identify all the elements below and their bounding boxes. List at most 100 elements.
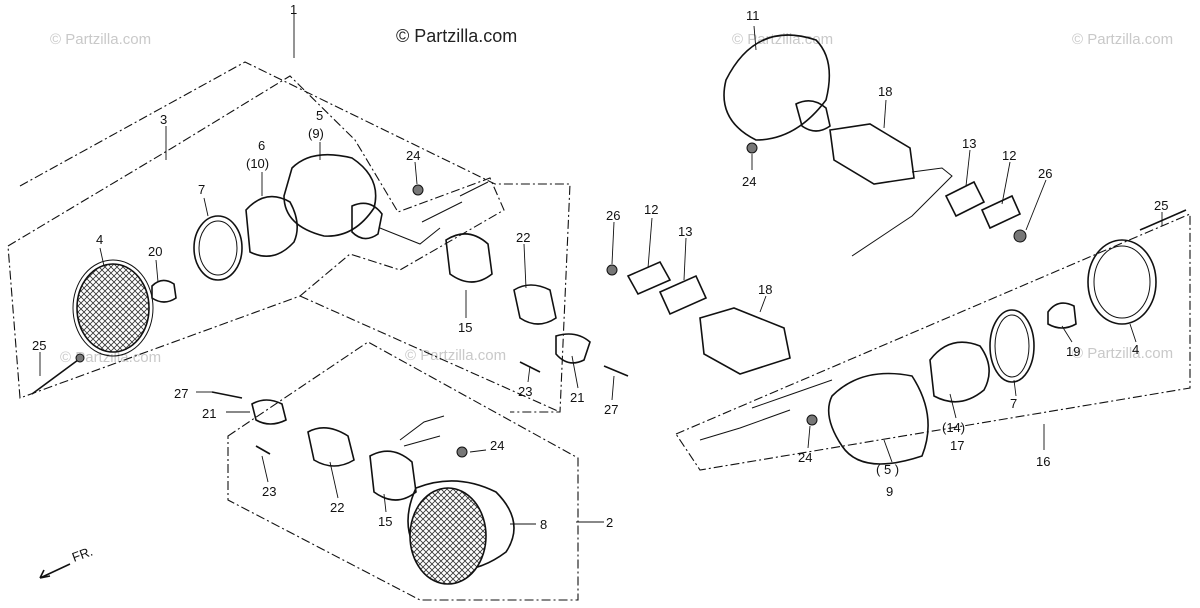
leader-27-mid xyxy=(611,375,615,401)
socket-17 xyxy=(929,341,990,403)
watermark-faint-left: © Partzilla.com xyxy=(60,349,161,366)
stem-18-top xyxy=(829,123,915,185)
leader-20 xyxy=(155,259,159,283)
callout-24-right-bottom: 24 xyxy=(798,450,812,465)
plate-12-mid xyxy=(626,260,672,296)
callout-15-lower: 15 xyxy=(378,514,392,529)
callout-27-mid: 27 xyxy=(604,402,618,417)
callout-12-mid: 12 xyxy=(644,202,658,217)
wire-harness-right-lower xyxy=(699,379,833,441)
callout-23-lower: 23 xyxy=(262,484,276,499)
bracket-22-lower xyxy=(307,427,355,467)
watermark-faint-top-right: © Partzilla.com xyxy=(1072,31,1173,48)
watermark-faint-top-left: © Partzilla.com xyxy=(50,31,151,48)
leader-15-lower xyxy=(383,493,387,513)
callout-18-mid: 18 xyxy=(758,282,772,297)
screw-24-lower xyxy=(456,446,468,458)
leader-24-upper xyxy=(414,161,418,185)
gasket-ring-7-right-inner xyxy=(994,314,1030,378)
clamp-21-mid xyxy=(555,333,591,364)
leader-22-upper xyxy=(523,243,527,289)
gasket-ring-7-right xyxy=(989,309,1035,383)
leader-23-lower xyxy=(261,455,269,483)
callout-19: 19 xyxy=(1066,344,1080,359)
housing-5-stem xyxy=(351,202,383,240)
rubber-mount-15-upper xyxy=(445,233,493,283)
leader-18-mid xyxy=(759,295,767,313)
watermark-main: © Partzilla.com xyxy=(396,26,517,46)
callout-24-upper: 24 xyxy=(406,148,420,163)
callout-25-left: 25 xyxy=(32,338,46,353)
callout-25-right: 25 xyxy=(1154,198,1168,213)
callout-9-paren: (9) xyxy=(308,126,324,141)
callout-12-right: 12 xyxy=(1002,148,1016,163)
leader-26-right xyxy=(1025,179,1047,231)
callout-8: 8 xyxy=(540,517,547,532)
callout-14-paren: (14) xyxy=(942,420,965,435)
rubber-mount-15-lower xyxy=(369,450,417,501)
screw-25-left-head xyxy=(75,353,85,363)
callout-2: 2 xyxy=(606,515,613,530)
callout-3: 3 xyxy=(160,112,167,127)
wire-harness-upper xyxy=(379,181,489,245)
leader-24-lower xyxy=(469,449,487,453)
callout-4-left: 4 xyxy=(96,232,103,247)
front-direction-label: FR. xyxy=(70,544,95,565)
front-arrow-icon xyxy=(39,563,71,579)
leader-24-right-bottom xyxy=(807,425,811,449)
callout-24-lower: 24 xyxy=(490,438,504,453)
leader-11 xyxy=(753,25,757,51)
leader-26-mid xyxy=(611,221,615,265)
watermark-faint-right: © Partzilla.com xyxy=(1072,345,1173,362)
callout-9: 9 xyxy=(886,484,893,499)
callout-26-mid: 26 xyxy=(606,208,620,223)
callout-22-upper: 22 xyxy=(516,230,530,245)
leader-lines xyxy=(39,14,1163,525)
right-lower-assembly xyxy=(699,209,1187,465)
leader-7-right xyxy=(1013,379,1017,397)
housing-9 xyxy=(827,372,929,465)
plate-13-right xyxy=(944,180,986,218)
leader-13-mid xyxy=(683,237,687,281)
leader-12-mid xyxy=(647,217,653,269)
callout-labels: 1 2 3 4 4 5 (9) 6 (10) 7 7 8 ( 5 ) 9 11 … xyxy=(32,2,1168,565)
lens-rim-left xyxy=(72,259,154,357)
screw-24-right-top xyxy=(746,142,758,154)
outline-link xyxy=(299,295,561,413)
leader-12-right xyxy=(1001,161,1011,205)
nut-26-mid xyxy=(606,264,618,276)
rim-4-right-inner xyxy=(1093,245,1151,319)
callout-7-left: 7 xyxy=(198,182,205,197)
wire-harness-lower xyxy=(399,415,445,447)
callout-13-mid: 13 xyxy=(678,224,692,239)
gasket-ring-7-left xyxy=(193,215,243,281)
rim-4-right xyxy=(1087,239,1157,325)
group-outlines xyxy=(7,61,1191,601)
center-stem-parts xyxy=(445,233,791,377)
plate-13-mid xyxy=(658,274,708,316)
lens-4-left xyxy=(76,263,150,353)
callout-6: 6 xyxy=(258,138,265,153)
bracket-22-upper xyxy=(513,284,557,325)
screw-24-right-bottom xyxy=(806,414,818,426)
leader-4-left xyxy=(99,247,105,267)
plate-12-right xyxy=(980,194,1022,230)
callout-11: 11 xyxy=(746,8,760,23)
left-upper-assembly xyxy=(31,153,489,395)
housing-11 xyxy=(723,34,831,141)
callout-5: 5 xyxy=(316,108,323,123)
screw-24-upper xyxy=(412,184,424,196)
callout-16: 16 xyxy=(1036,454,1050,469)
leader-21-mid xyxy=(571,355,579,389)
callout-26-right: 26 xyxy=(1038,166,1052,181)
callout-24-right-top: 24 xyxy=(742,174,756,189)
callout-10-paren: (10) xyxy=(246,156,269,171)
callout-18-top: 18 xyxy=(878,84,892,99)
housing-5 xyxy=(283,153,377,237)
watermark-faint-center: © Partzilla.com xyxy=(405,347,506,364)
lens-8 xyxy=(409,487,487,585)
stem-18-mid xyxy=(699,307,791,375)
callout-1: 1 xyxy=(290,2,297,17)
clamp-21-left xyxy=(251,399,287,425)
